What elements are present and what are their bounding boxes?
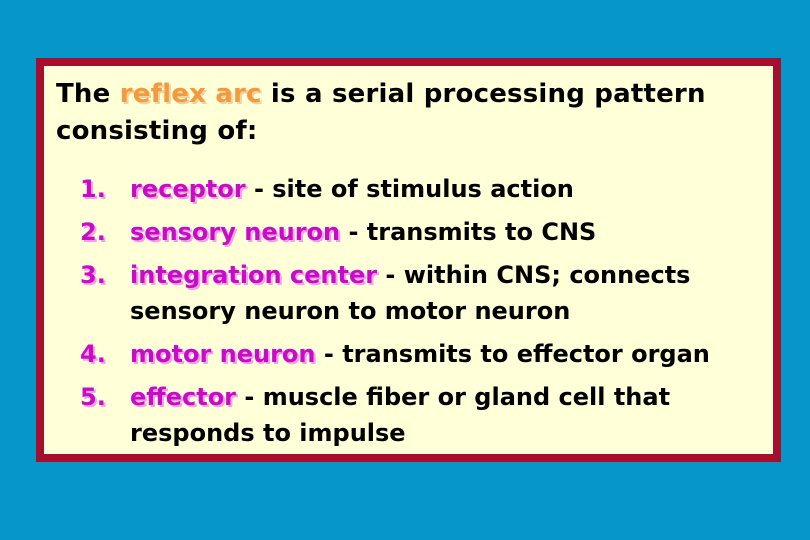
list-item: 1. receptor - site of stimulus action (80, 171, 759, 207)
item-description-cont: sensory neuron to motor neuron (130, 297, 571, 325)
item-number: 5. (80, 383, 106, 411)
item-term: motor neuron (130, 340, 316, 368)
list-item: 4. motor neuron - transmits to effector … (80, 336, 759, 372)
item-number: 3. (80, 261, 106, 289)
item-description-cont: responds to impulse (130, 419, 406, 447)
list-item: 3. integration center - within CNS; conn… (80, 257, 759, 329)
title-text-after: is a serial processing pattern (261, 79, 706, 109)
item-description: - within CNS; connects (377, 261, 691, 289)
item-content: motor neuron - transmits to effector org… (130, 336, 759, 372)
title-line2: consisting of: (56, 116, 258, 146)
item-term: sensory neuron (130, 218, 341, 246)
content-panel: The reflex arc is a serial processing pa… (36, 58, 781, 462)
list-item: 2. sensory neuron - transmits to CNS (80, 214, 759, 250)
item-number: 4. (80, 340, 106, 368)
item-description: - site of stimulus action (245, 175, 574, 203)
item-content: effector - muscle fiber or gland cell th… (130, 379, 759, 451)
item-content: integration center - within CNS; connect… (130, 257, 759, 329)
list-item: 5. effector - muscle fiber or gland cell… (80, 379, 759, 451)
item-description: - muscle fiber or gland cell that (236, 383, 671, 411)
item-description: - transmits to CNS (340, 218, 597, 246)
item-content: sensory neuron - transmits to CNS (130, 214, 759, 250)
title-text-before: The (56, 79, 120, 109)
reflex-arc-list: 1. receptor - site of stimulus action 2.… (56, 171, 759, 451)
title-line1: The reflex arc is a serial processing pa… (56, 79, 706, 109)
item-term: receptor (130, 175, 246, 203)
slide-title: The reflex arc is a serial processing pa… (56, 76, 759, 150)
item-term: integration center (130, 261, 378, 289)
item-number: 1. (80, 175, 106, 203)
title-highlight-term: reflex arc (119, 79, 262, 109)
item-description: - transmits to effector organ (315, 340, 710, 368)
item-number: 2. (80, 218, 106, 246)
item-term: effector (130, 383, 237, 411)
item-content: receptor - site of stimulus action (130, 171, 759, 207)
